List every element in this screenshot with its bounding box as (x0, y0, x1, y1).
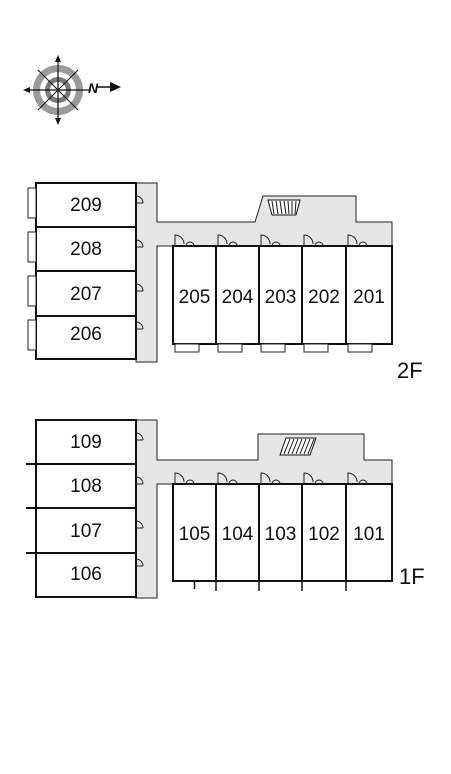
unit-2f-east-4[interactable]: 201 (345, 234, 393, 353)
unit-label: 209 (70, 195, 102, 216)
staircase-1f (279, 437, 317, 456)
unit-label: 202 (308, 287, 340, 308)
unit-2f-west-1[interactable]: 208 (27, 226, 144, 272)
floor-1f: 109 108 107 106 105 (26, 419, 425, 599)
unit-2f-west-3[interactable]: 206 (27, 315, 144, 360)
unit-1f-west-3[interactable]: 106 (26, 552, 144, 598)
unit-label: 106 (70, 564, 102, 585)
unit-label: 204 (222, 287, 254, 308)
compass-north-label: N (88, 80, 99, 96)
unit-1f-east-3[interactable]: 102 (301, 472, 347, 591)
floor-label: 1F (399, 564, 425, 589)
corridor-1f (135, 419, 393, 599)
unit-1f-east-0[interactable]: 105 (172, 472, 217, 589)
unit-label: 102 (308, 524, 340, 545)
unit-label: 207 (70, 284, 102, 305)
unit-2f-east-3[interactable]: 202 (301, 234, 347, 353)
unit-1f-west-1[interactable]: 108 (26, 463, 144, 509)
floor-2f: 209 208 207 206 205 (27, 182, 423, 383)
unit-1f-west-0[interactable]: 109 (35, 419, 144, 465)
unit-label: 104 (222, 524, 254, 545)
unit-label: 206 (70, 324, 102, 345)
unit-1f-east-2[interactable]: 103 (258, 472, 303, 591)
unit-label: 107 (70, 521, 102, 542)
unit-label: 201 (353, 287, 385, 308)
unit-2f-west-2[interactable]: 207 (27, 270, 144, 317)
unit-2f-east-1[interactable]: 204 (215, 234, 260, 353)
corridor-2f (135, 182, 393, 363)
unit-1f-east-1[interactable]: 104 (215, 472, 260, 591)
unit-1f-east-4[interactable]: 101 (345, 472, 393, 591)
unit-1f-west-2[interactable]: 107 (26, 507, 144, 554)
unit-label: 208 (70, 239, 102, 260)
unit-label: 205 (179, 287, 211, 308)
unit-2f-west-0[interactable]: 209 (27, 182, 144, 228)
unit-2f-east-0[interactable]: 205 (172, 234, 217, 353)
unit-label: 109 (70, 432, 102, 453)
unit-label: 203 (265, 287, 297, 308)
unit-label: 108 (70, 476, 102, 497)
staircase-2f (267, 199, 301, 216)
unit-label: 101 (353, 524, 385, 545)
floor-label: 2F (397, 358, 423, 383)
compass-rose-icon: N (23, 55, 121, 125)
unit-label: 103 (265, 524, 297, 545)
unit-2f-east-2[interactable]: 203 (258, 234, 303, 353)
unit-label: 105 (179, 524, 211, 545)
